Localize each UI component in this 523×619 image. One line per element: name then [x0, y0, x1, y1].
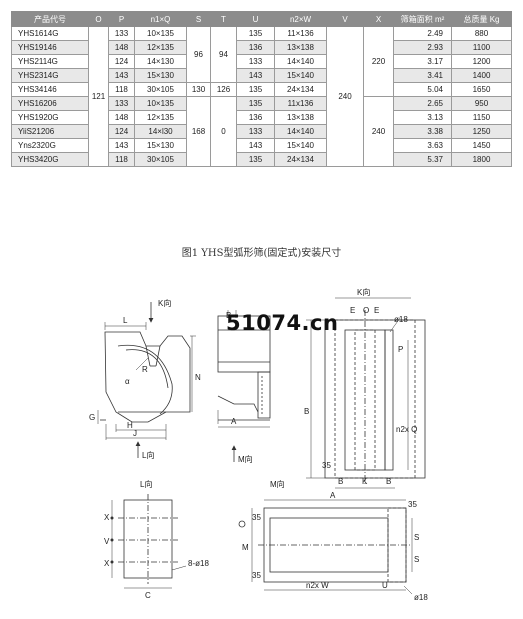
cell-model: YHS3420G	[11, 152, 89, 167]
k-view-title: K向	[357, 287, 370, 297]
cell-n2W: 15×140	[274, 68, 327, 83]
table-row: YiiS21206 124 14×l30 133 14×140 3.38 125…	[11, 124, 512, 139]
cell-S: 96	[186, 26, 211, 83]
dim-O: O	[363, 306, 369, 315]
cell-P: 124	[108, 124, 135, 139]
dim-R: R	[142, 365, 148, 374]
table-row: YHS16206 133 10×135 168 0 135 11x136 240…	[11, 96, 512, 167]
dim-S1: S	[414, 533, 419, 542]
dim-C: C	[145, 591, 151, 600]
dim-X1: X	[104, 513, 110, 522]
cell-n1Q: 14×l30	[134, 124, 187, 139]
table-row: YHS1614G 121 133 10×135 96 94 135 11×136…	[11, 26, 512, 167]
table-row: YHS19146 148 12×135 136 13×138 2.93 1100	[11, 40, 512, 55]
col-header: 筛箱面积 m²	[393, 11, 452, 27]
dim-H: H	[127, 421, 133, 430]
dim-B-side: B	[304, 407, 309, 416]
cell-U: 133	[236, 124, 275, 139]
cell-n2W: 13×138	[274, 40, 327, 55]
dim-E2: E	[374, 306, 379, 315]
col-header: T	[210, 11, 237, 27]
cell-model: YHS16206	[11, 96, 89, 111]
dim-P: P	[398, 345, 403, 354]
dim-V: V	[104, 537, 110, 546]
cell-model: YiiS21206	[11, 124, 89, 139]
figure-caption: 图1 YHS型弧形筛(固定式)安装尺寸	[181, 248, 342, 259]
spec-table: 产品代号 O P n1×Q S T U n2×W V X 筛箱面积 m² 总质量…	[11, 11, 512, 167]
cell-V: 240	[326, 26, 364, 167]
cell-U: 135	[236, 152, 275, 167]
dim-A-m: A	[330, 491, 336, 500]
watermark: 51074.cn	[226, 311, 339, 335]
dim-Q: n2x Q	[396, 425, 417, 434]
dim-N: N	[195, 373, 201, 382]
table-row: Yns2320G 143 15×130 143 15×140 3.63 1450	[11, 138, 512, 153]
m-arrow-label: M向	[238, 454, 253, 464]
cell-X: 240	[363, 96, 394, 167]
dim-U: U	[382, 581, 388, 590]
dim-B-bottom: B	[338, 477, 343, 486]
holes-8-phi18: 8-ø18	[188, 559, 209, 568]
cell-mass: 1800	[451, 152, 512, 167]
cell-T: 94	[210, 26, 237, 83]
col-header: O	[88, 11, 109, 27]
table-row: YHS3420G 118 30×105 135 24×134 5.37 1800	[11, 152, 512, 167]
l-arrow-label: L向	[142, 450, 154, 460]
l-view	[111, 494, 187, 589]
k-arrow-label: K向	[158, 298, 171, 308]
dim-35-m: 35	[408, 500, 417, 509]
front-view	[217, 310, 271, 462]
m-view-title: M向	[270, 479, 285, 489]
side-view	[97, 302, 196, 458]
cell-U: 135	[236, 96, 275, 111]
cell-n2W: 11x136	[274, 96, 327, 111]
cell-area: 2.93	[393, 40, 452, 55]
cell-n1Q: 30×105	[134, 152, 187, 167]
cell-area: 5.37	[393, 152, 452, 167]
col-header: 产品代号	[11, 11, 89, 27]
cell-P: 143	[108, 68, 135, 83]
dim-35-k: 35	[322, 461, 331, 470]
dim-S2: S	[414, 555, 419, 564]
dim-J: J	[133, 429, 137, 438]
hole-phi18-m: ø18	[414, 593, 428, 602]
cell-n2W: 24×134	[274, 152, 327, 167]
cell-model: YHS19146	[11, 40, 89, 55]
dim-A: A	[231, 417, 237, 426]
dim-E: E	[350, 306, 355, 315]
k-view	[306, 297, 426, 489]
col-header: 总质量 Kg	[451, 11, 512, 27]
cell-U: 136	[236, 40, 275, 55]
dim-K: K	[362, 477, 368, 486]
col-header: S	[186, 11, 211, 27]
l-view-title: L向	[140, 479, 152, 489]
dim-M: M	[242, 543, 249, 552]
cell-n1Q: 10×135	[134, 96, 187, 111]
dim-35-left: 35	[252, 513, 261, 522]
dim-B: B	[226, 311, 231, 320]
cell-U: 143	[236, 68, 275, 83]
col-header: V	[326, 11, 364, 27]
dim-35-left2: 35	[252, 571, 261, 580]
hole-phi18: ø18	[394, 315, 408, 324]
dim-n2W: n2x W	[306, 581, 329, 590]
dim-alpha: α	[125, 377, 130, 386]
cell-area: 2.65	[393, 96, 452, 111]
dim-B-bottom2: B	[386, 477, 391, 486]
col-header: n2×W	[274, 11, 327, 27]
dim-G: G	[89, 413, 95, 422]
dim-X2: X	[104, 559, 110, 568]
cell-mass: 1400	[451, 68, 512, 83]
dim-L: L	[123, 316, 128, 325]
m-view	[251, 499, 413, 595]
